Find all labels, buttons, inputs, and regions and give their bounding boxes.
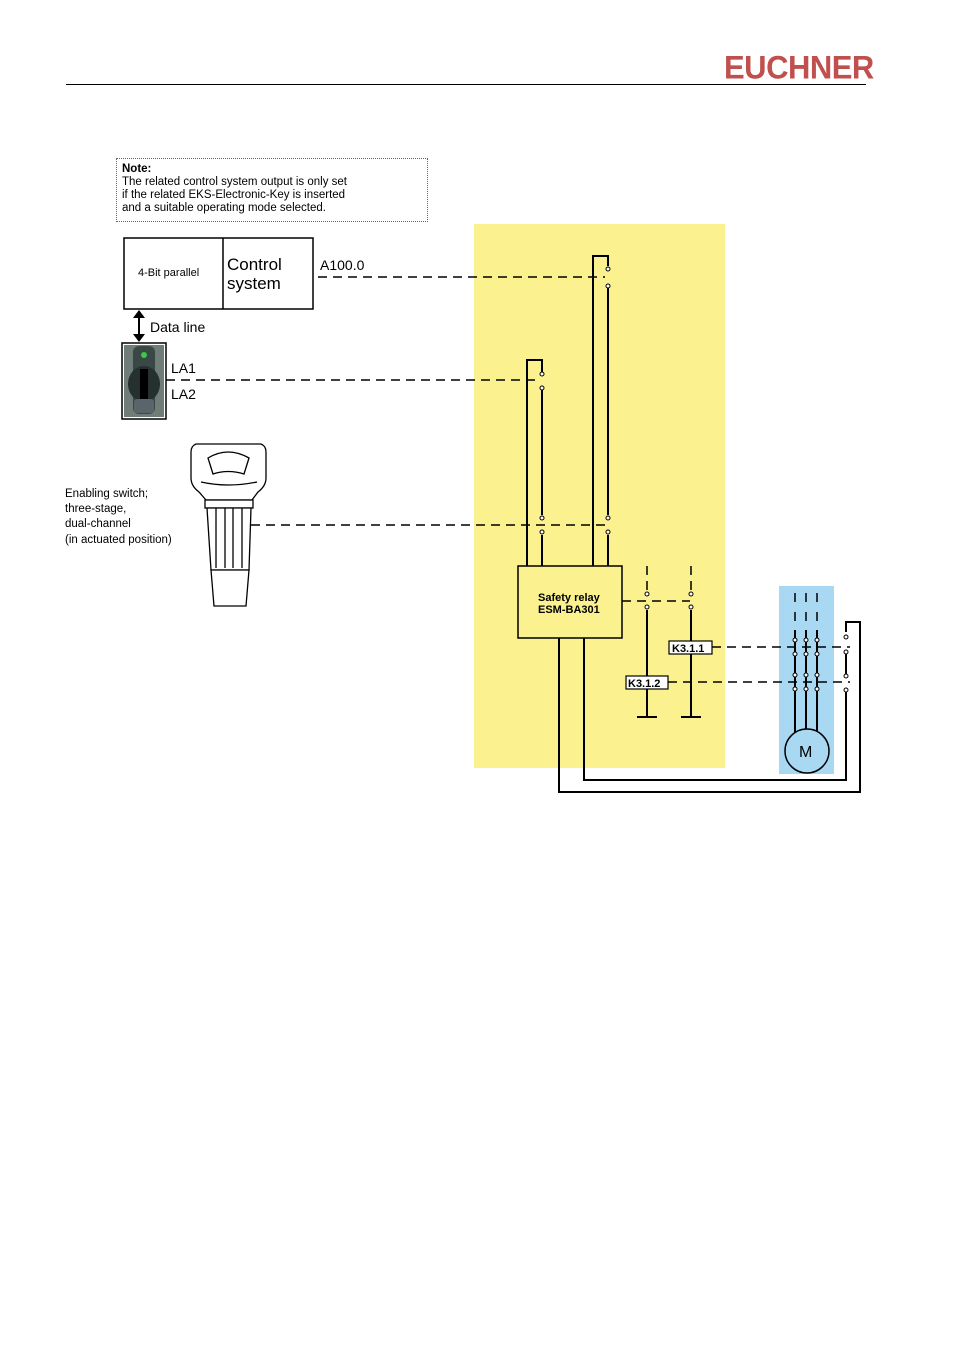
la1-label: LA1 — [171, 360, 196, 376]
safety-relay-box: Safety relay ESM-BA301 — [517, 565, 623, 639]
relay-label-2: ESM-BA301 — [538, 604, 600, 616]
contact-points — [539, 266, 849, 693]
note-line-1: The related control system output is onl… — [122, 176, 347, 188]
note-line-3: and a suitable operating mode selected. — [122, 202, 326, 214]
wiring — [526, 255, 861, 793]
k312-label: K3.1.2 — [628, 678, 660, 690]
note-heading: Note: — [122, 163, 152, 175]
control-label-1: Control — [227, 255, 282, 274]
data-line-arrow — [133, 310, 145, 342]
motor-label: M — [799, 744, 812, 761]
euchner-logo: EUCHNER — [724, 49, 874, 86]
key-switch-icon — [121, 342, 167, 420]
control-system-box: 4-Bit parallel Control system — [123, 237, 314, 310]
output-label: A100.0 — [320, 257, 365, 273]
k311-label: K3.1.1 — [672, 643, 704, 655]
enabling-label-3: dual-channel — [65, 518, 131, 530]
k312-tag: K3.1.2 — [625, 675, 669, 690]
note-line-2: if the related EKS-Electronic-Key is ins… — [122, 189, 346, 201]
enabling-label-1: Enabling switch; — [65, 488, 148, 500]
k311-tag: K3.1.1 — [668, 640, 713, 655]
relay-label-1: Safety relay — [538, 592, 601, 604]
bit-parallel-label: 4-Bit parallel — [138, 267, 199, 279]
data-line-label: Data line — [150, 319, 205, 335]
enabling-label-2: three-stage, — [65, 503, 126, 515]
header-rule — [66, 84, 866, 85]
enabling-switch-icon — [190, 443, 267, 607]
la2-label: LA2 — [171, 386, 196, 402]
safety-zone-yellow — [474, 224, 725, 768]
dashed-lines — [166, 276, 850, 683]
control-label-2: system — [227, 274, 281, 293]
note-box: Note: The related control system output … — [116, 158, 428, 222]
motor-symbol: M — [784, 728, 830, 774]
enabling-label-4: (in actuated position) — [65, 534, 172, 546]
